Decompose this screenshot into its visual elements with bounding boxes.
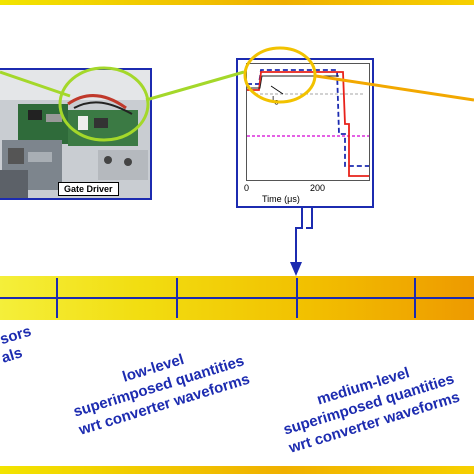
scope-to-band-connector	[295, 208, 303, 264]
top-decorative-stripe	[0, 0, 474, 5]
current-label: IC	[272, 95, 279, 107]
x-axis-label: Time (μs)	[262, 194, 300, 204]
timeline-tick-3	[296, 278, 298, 318]
green-highlight-circle	[58, 66, 150, 142]
down-arrow-icon	[290, 262, 302, 276]
scope-stem-right	[306, 208, 313, 229]
waveform-plot-area: IC	[246, 63, 370, 181]
black-trace	[247, 75, 339, 89]
timeline-axis-line	[0, 297, 474, 299]
gate-driver-caption: Gate Driver	[58, 182, 119, 196]
bottom-decorative-stripe	[0, 466, 474, 474]
x-tick-200: 200	[310, 183, 326, 193]
timeline-tick-4	[414, 278, 416, 318]
yellow-connector-line	[315, 74, 474, 102]
yellow-highlight-circle	[243, 46, 317, 104]
waveform-panel: IC 0 200 Time (μs)	[236, 58, 374, 208]
green-connector-line	[0, 70, 71, 98]
red-current-trace	[247, 71, 369, 177]
timeline-tick-1	[56, 278, 58, 318]
x-tick-0: 0	[244, 183, 250, 193]
waveform-traces	[247, 69, 369, 177]
timeline-tick-2	[176, 278, 178, 318]
green-connector-line-right	[145, 70, 245, 102]
current-label-leader	[270, 85, 284, 95]
